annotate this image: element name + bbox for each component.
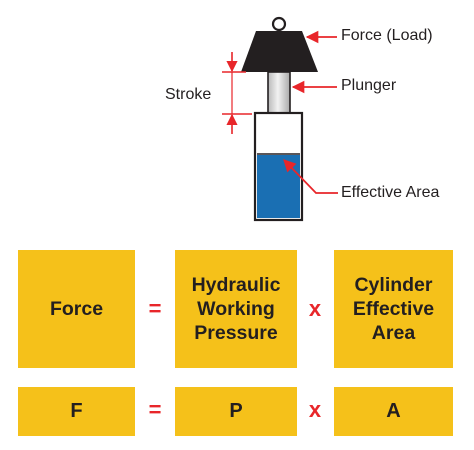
a-box: A <box>334 387 453 436</box>
effective-area-label: Effective Area <box>341 184 440 201</box>
pressure-line-2: Working <box>197 298 275 320</box>
cylinder-body <box>253 111 304 222</box>
force-word: Force <box>49 298 104 320</box>
a-symbol: A <box>386 400 401 422</box>
f-symbol: F <box>70 400 83 422</box>
area-line-3: Area <box>371 322 416 344</box>
load-weight-icon <box>241 16 318 72</box>
pressure-line-1: Hydraulic <box>191 274 281 296</box>
effective-area-arrow <box>283 159 338 194</box>
plunger-label: Plunger <box>341 77 397 94</box>
p-box: P <box>175 387 297 436</box>
symbol-times-sign: x <box>308 397 322 422</box>
f-box: F <box>18 387 135 436</box>
pressure-line-3: Pressure <box>194 322 278 344</box>
equals-sign: = <box>148 296 162 321</box>
stroke-dimension <box>222 52 252 134</box>
force-box: Force <box>18 250 135 368</box>
symbol-equals-sign: = <box>148 397 162 422</box>
stroke-label: Stroke <box>165 86 212 103</box>
area-line-2: Effective <box>352 298 435 320</box>
pressure-box: Hydraulic Working Pressure <box>175 250 297 368</box>
times-sign: x <box>308 296 322 321</box>
area-box: Cylinder Effective Area <box>334 250 453 368</box>
area-line-1: Cylinder <box>354 274 433 296</box>
force-load-label: Force (Load) <box>341 27 433 44</box>
p-symbol: P <box>229 400 243 422</box>
hydraulic-cylinder-diagram <box>222 16 338 222</box>
